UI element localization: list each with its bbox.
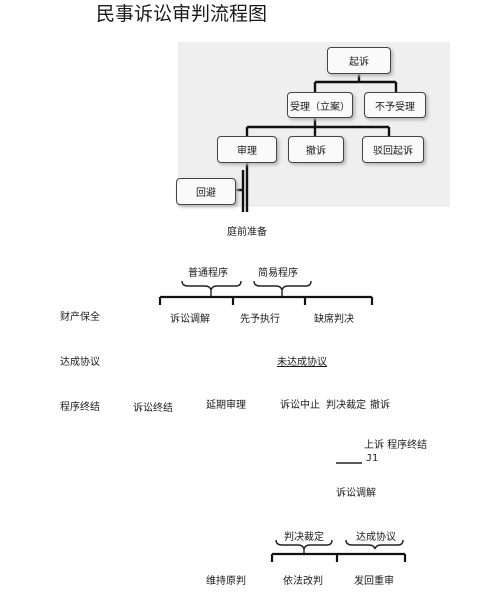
label-ordinary-procedure: 普通程序 [188,268,228,279]
label-withdraw: 撤诉 [370,400,390,411]
box-dismiss-suit: 驳回起诉 [362,136,424,163]
box-file-suit: 起诉 [327,47,391,74]
label-pretrial-prep: 庭前准备 [227,227,267,238]
label-procedure-end: 程序终结 [60,402,100,413]
label-appeal-mediation: 诉讼调解 [336,488,376,499]
box-withdraw-suit: 撤诉 [288,136,344,163]
label-bottom-judgment: 判决裁定 [284,532,324,543]
label-default-judgment: 缺席判决 [314,314,354,325]
label-simple-procedure: 简易程序 [258,268,298,279]
label-agreement-reached: 达成协议 [60,357,100,368]
label-remand-retrial: 发回重审 [354,576,394,587]
page-title: 民事诉讼审判流程图 [96,3,268,25]
box-accept-case: 受理（立案） [287,92,353,118]
label-advance-execution: 先予执行 [240,314,280,325]
label-property-preservation: 财产保全 [60,312,100,323]
label-litigation-termination: 诉讼终结 [133,403,173,414]
box-recusal: 回避 [176,178,236,205]
label-uphold-judgment: 维持原判 [206,576,246,587]
label-amend-judgment: 依法改判 [283,576,323,587]
label-litigation-mediation: 诉讼调解 [170,314,210,325]
box-trial: 审理 [217,136,277,163]
label-litigation-suspension: 诉讼中止 [280,400,320,411]
label-j1: J1 [366,453,379,464]
label-postponed-trial: 延期审理 [206,400,246,411]
label-bottom-agreement: 达成协议 [356,532,396,543]
label-no-agreement: 未达成协议 [277,357,327,368]
label-judgment-ruling: 判决裁定 [326,400,366,411]
label-appeal-end: 上诉 程序终结 [364,440,428,451]
box-not-accepted: 不予受理 [364,92,426,118]
